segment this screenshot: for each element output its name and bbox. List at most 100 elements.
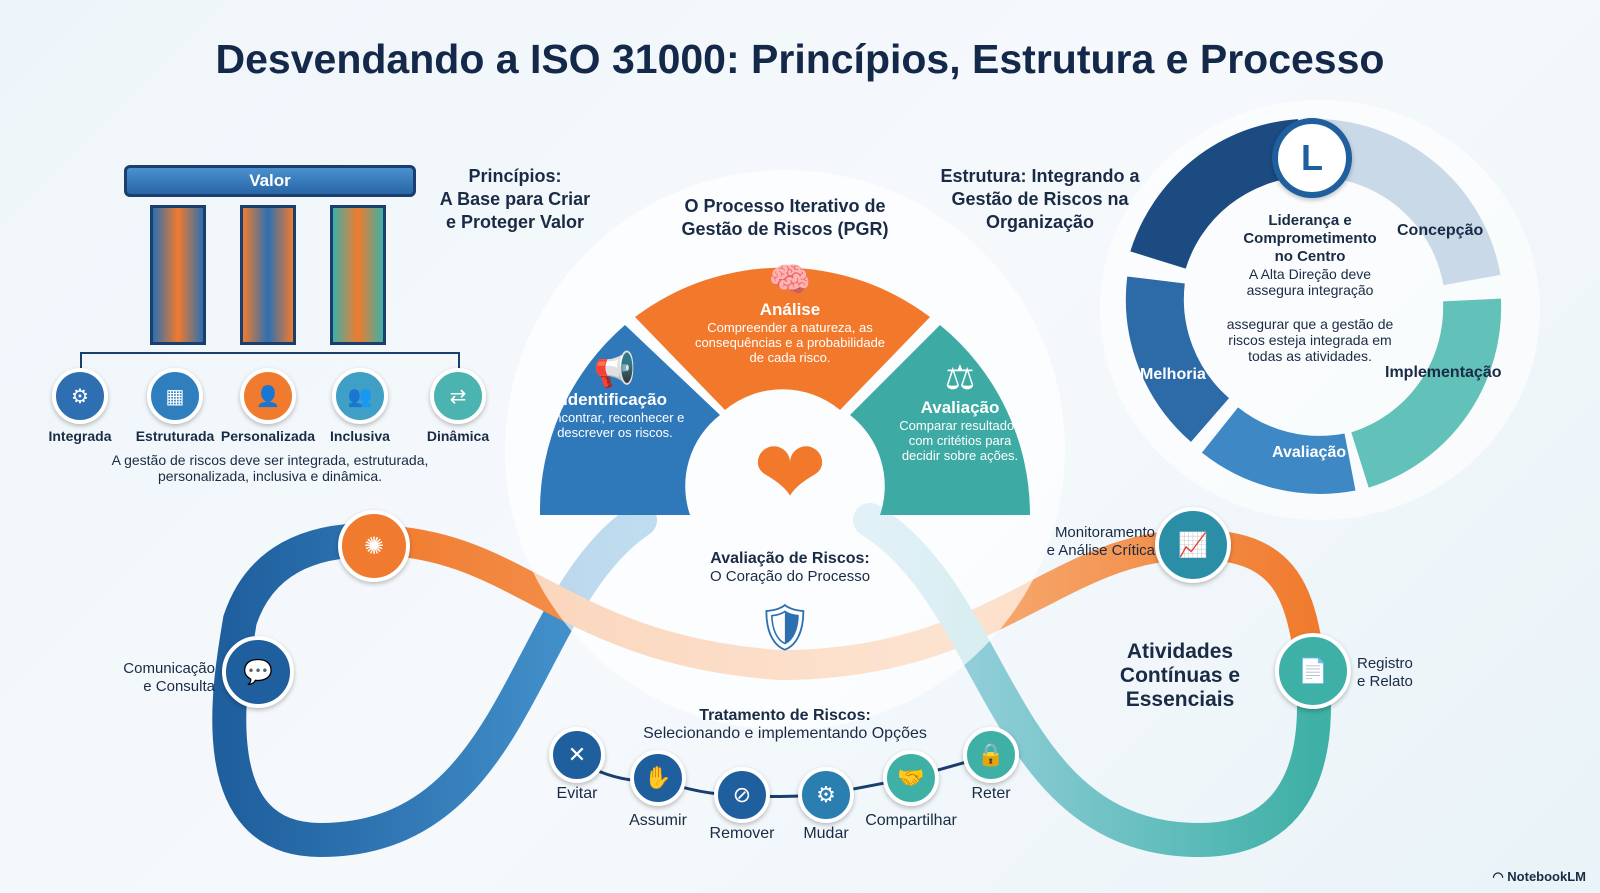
ring-label-concepcao: Concepção (1397, 222, 1484, 239)
heart-magnifier-icon: ❤ (753, 423, 827, 522)
lock-icon[interactable]: 🔒 (963, 727, 1019, 783)
leadership-center: Liderança e Comprometimento no Centro A … (1205, 212, 1415, 364)
x-icon[interactable]: ✕ (549, 727, 605, 783)
ring-avaliacao (1201, 406, 1356, 494)
watermark-text: NotebookLM (1507, 869, 1586, 884)
record-label: Registro e Relato (1357, 655, 1457, 691)
person-icon: 👤 (240, 368, 296, 424)
segment-text: Comparar resultados com critétios para d… (899, 418, 1021, 463)
heading-line: Estrutura: Integrando a (940, 166, 1140, 186)
gear-icon: ⚙ (52, 368, 108, 424)
ring-label-avaliacao: Avaliação (1272, 444, 1347, 461)
segment-text: Encontrar, reconhecer e descrever os ris… (545, 410, 685, 440)
label-line: e Consulta (143, 678, 215, 695)
principles-heading: Princípios: A Base para Criar e Proteger… (420, 165, 610, 234)
ring-implementacao (1350, 298, 1502, 488)
treatment-label: Tratamento de Riscos: Selecionando e imp… (600, 707, 970, 743)
text-line: todas as atividades. (1248, 348, 1372, 364)
title-line: Liderança e (1268, 212, 1352, 229)
label-line: Registro (1357, 655, 1413, 672)
treatment-option-label: Evitar (556, 785, 598, 802)
spotlight-icon: 📢 (593, 351, 637, 389)
structure-heading: Estrutura: Integrando a Gestão de Riscos… (920, 165, 1160, 234)
risk-assessment-label: Avaliação de Riscos: O Coração do Proces… (670, 550, 910, 585)
text-line: assegurar que a gestão de (1226, 316, 1394, 332)
segment-identificacao (539, 325, 720, 515)
treatment-option-label: Remover (709, 825, 775, 842)
segment-avaliacao (850, 325, 1031, 515)
shield-hand-icon: 🛡 (755, 601, 815, 653)
loop-left-blue (212, 503, 657, 858)
segment-analise (635, 267, 930, 410)
ring-melhoria (1125, 276, 1230, 442)
page-title: Desvendando a ISO 31000: Princípios, Est… (215, 36, 1385, 82)
principles-connector (80, 352, 460, 372)
chat-icon[interactable]: 💬 (222, 636, 294, 708)
pillar (150, 205, 206, 345)
pillar (330, 205, 386, 345)
change-gear-icon[interactable]: ⚙ (798, 767, 854, 823)
segment-avaliacao-content: ⚖ Avaliação Comparar resultados com crit… (890, 358, 1030, 463)
title-line: no Centro (1274, 248, 1346, 265)
value-roof: Valor (124, 165, 416, 197)
treatment-sub: Selecionando e implementando Opções (643, 725, 927, 742)
network-icon[interactable]: ✺ (338, 510, 410, 582)
label-line: Comunicação (123, 660, 215, 677)
treatment-title: Tratamento de Riscos: (699, 707, 871, 724)
treatment-option-label: Assumir (629, 812, 687, 829)
pillar (240, 205, 296, 345)
blueprint-icon: ▦ (147, 368, 203, 424)
hand-icon[interactable]: ✋ (630, 750, 686, 806)
scales-icon: ⚖ (944, 359, 976, 397)
principle-label: Integrada (48, 428, 112, 444)
comm-label: Comunicação e Consulta (100, 660, 215, 696)
leadership-icon: L (1272, 118, 1352, 198)
document-icon[interactable]: 📄 (1275, 633, 1351, 709)
pillars-graphic: Valor (120, 165, 420, 355)
remove-icon[interactable]: ⊘ (714, 767, 770, 823)
segment-text: Compreender a natureza, as consequências… (694, 320, 886, 365)
heading-line: Organização (985, 212, 1095, 232)
ring-label-melhoria: Melhoria (1140, 366, 1206, 383)
notebooklm-watermark: ◠ NotebookLM (1492, 869, 1586, 884)
monitor-label: Monitoramento e Análise Crítica (1015, 524, 1155, 560)
principle-label: Dinâmica (426, 428, 490, 444)
treatment-option-label: Reter (971, 785, 1011, 802)
segment-title: Avaliação (920, 398, 1000, 417)
process-fan (539, 267, 1031, 515)
principle-label: Inclusiva (330, 428, 390, 444)
text-line: assegura integração (1246, 282, 1374, 298)
heading-line: Essenciais (1125, 688, 1235, 711)
segment-analise-content: 🧠 Análise Compreender a natureza, as con… (690, 260, 890, 365)
heading-line: Atividades (1126, 640, 1234, 663)
label-line: e Análise Crítica (1046, 542, 1155, 559)
text-line: A Alta Direção deve (1248, 266, 1372, 282)
principle-label: Personalizada (220, 428, 316, 444)
handshake-icon[interactable]: 🤝 (883, 750, 939, 806)
center-title: Avaliação de Riscos: (710, 550, 870, 567)
heading-line: Gestão de Riscos (PGR) (681, 219, 889, 239)
segment-title: Análise (759, 300, 821, 319)
segment-identificacao-content: 📢 Identificação Encontrar, reconhecer e … (545, 350, 685, 440)
brain-icon: 🧠 (768, 261, 812, 299)
principles-caption: A gestão de riscos deve ser integrada, e… (111, 452, 429, 484)
heading-line: Contínuas e (1119, 664, 1241, 687)
process-heading: O Processo Iterativo de Gestão de Riscos… (640, 195, 930, 241)
title-line: Comprometimento (1243, 230, 1377, 247)
heading-line: Princípios: (468, 166, 562, 186)
center-sub: O Coração do Processo (709, 568, 871, 585)
principle-label: Estruturada (135, 428, 215, 444)
text-line: riscos esteja integrada em (1228, 332, 1392, 348)
monitor-chart-icon[interactable]: 📈 (1155, 507, 1231, 583)
shuffle-icon: ⇄ (430, 368, 486, 424)
segment-title: Identificação (563, 390, 667, 409)
treatment-option-label: Compartilhar (865, 812, 957, 829)
heading-line: A Base para Criar (439, 189, 591, 209)
label-line: Monitoramento (1054, 524, 1155, 541)
treatment-option-label: Mudar (803, 825, 849, 842)
label-line: e Relato (1357, 673, 1413, 690)
activities-heading: Atividades Contínuas e Essenciais (1100, 640, 1260, 712)
heading-line: O Processo Iterativo de (684, 196, 886, 216)
ring-label-implementacao: Implementação (1385, 364, 1502, 381)
heading-line: Gestão de Riscos na (951, 189, 1129, 209)
